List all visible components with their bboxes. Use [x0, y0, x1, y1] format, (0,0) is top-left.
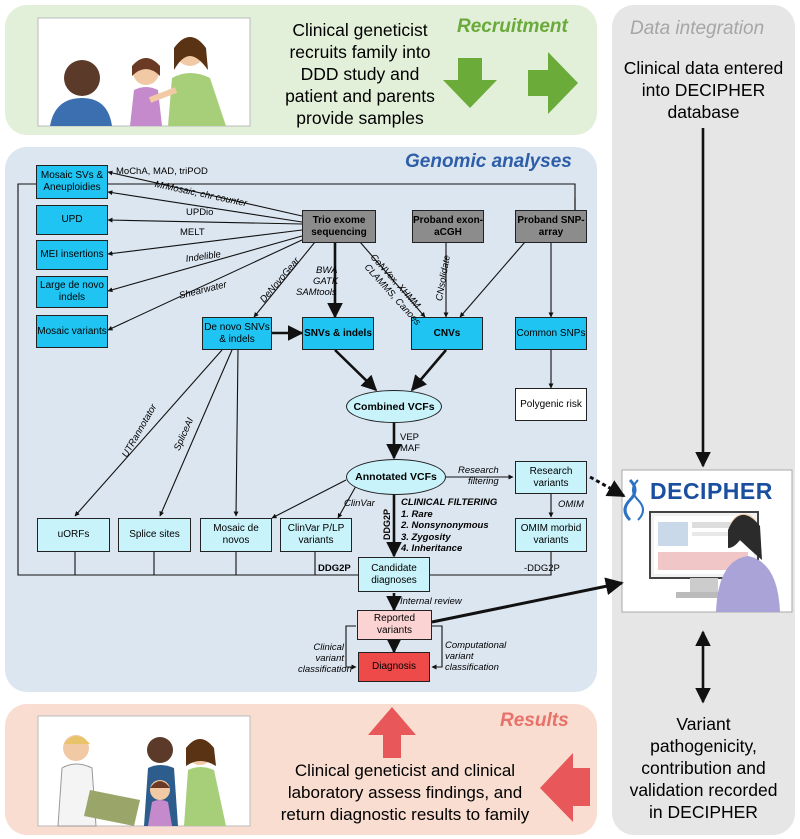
data-integration-bottom-text: Variant pathogenicity, contribution and … [612, 713, 795, 823]
clin-class-line: variant [315, 653, 344, 664]
uorfs-box: uORFs [37, 518, 110, 552]
mosaic-svs-box: Mosaic SVs & Aneuploidies [36, 165, 108, 199]
label-clinical-classification: Clinical variant classification [298, 642, 352, 675]
label-clinical-filtering: CLINICAL FILTERING [401, 497, 498, 508]
label-omim: OMIM [558, 499, 584, 510]
label-ddg2p-vertical: DDG2P [382, 508, 392, 540]
trio-exome-box: Trio exome sequencing [302, 210, 376, 243]
label-mocha: MoChA, MAD, triPOD [116, 166, 208, 177]
integration-line: contribution and [641, 758, 766, 778]
proband-snp-box: Proband SNP-array [515, 210, 587, 243]
label-clinvar: ClinVar [344, 498, 375, 509]
decipher-logo-text: DECIPHER [650, 478, 773, 504]
label-bwa: BWA [316, 265, 338, 276]
integration-line: into DECIPHER [641, 80, 766, 100]
integration-line: validation recorded [629, 780, 778, 800]
integration-line: pathogenicity, [650, 736, 757, 756]
large-de-novo-indels-box: Large de novo indels [36, 276, 108, 308]
recruitment-line: patient and parents [285, 86, 435, 106]
label-filter-nonsynonymous: 2. Nonsynonymous [401, 520, 489, 531]
data-integration-title: Data integration [630, 18, 765, 39]
recruitment-line: Clinical geneticist [292, 20, 428, 40]
recruitment-line: DDD study and [300, 64, 420, 84]
left-loop-line [17, 183, 576, 576]
red-up-arrow [368, 707, 416, 758]
snvs-indels-box: SNVs & indels [302, 317, 374, 350]
integration-line: Clinical data entered [623, 58, 784, 78]
label-updio: UPDio [186, 207, 214, 218]
clinical-filtering-block: CLINICAL FILTERING 1. Rare 2. Nonsynonym… [401, 497, 497, 555]
comp-class-line: variant [445, 651, 474, 662]
upd-box: UPD [36, 205, 108, 235]
reported-variants-box: Reported variants [357, 610, 432, 640]
integration-line: Variant [676, 714, 731, 734]
de-novo-snvs-box: De novo SNVs & indels [202, 317, 272, 350]
mosaic-de-novos-box: Mosaic de novos [200, 518, 272, 552]
label-vep: VEP [400, 432, 420, 443]
doctor-family-illustration [37, 715, 251, 827]
label-samtools: SAMtools [296, 287, 337, 298]
recruitment-line: recruits family into [289, 42, 431, 62]
diagnosis-box: Diagnosis [358, 652, 430, 682]
clin-class-line: classification [298, 664, 352, 675]
results-line: return diagnostic results to family [280, 805, 530, 824]
results-title: Results [500, 710, 569, 731]
recruitment-text: Clinical geneticist recruits family into… [270, 19, 450, 129]
annotated-vcfs-ellipse: Annotated VCFs [346, 459, 446, 495]
label-internal-review: Internal review [400, 596, 462, 607]
clinvar-plp-box: ClinVar P/LP variants [280, 518, 352, 552]
integration-line: database [667, 102, 740, 122]
label-ddg2p-right: -DDG2P [524, 563, 560, 574]
mosaic-variants-box: Mosaic variants [36, 315, 108, 348]
research-variants-box: Research variants [515, 461, 587, 494]
comp-class-line: Computational [445, 640, 507, 651]
red-left-arrow [540, 753, 590, 822]
recruitment-line: provide samples [296, 108, 424, 128]
integration-line: in DECIPHER [649, 802, 758, 822]
label-filter-rare: 1. Rare [401, 508, 433, 520]
green-right-arrow [528, 52, 578, 114]
results-line: laboratory assess findings, and [287, 783, 523, 802]
genomic-analyses-title: Genomic analyses [405, 151, 572, 172]
label-melt: MELT [180, 227, 205, 238]
splice-sites-box: Splice sites [118, 518, 191, 552]
green-down-arrow [443, 58, 497, 108]
label-research-filtering: Research filtering [458, 465, 499, 487]
proband-acgh-box: Proband exon-aCGH [412, 210, 484, 243]
label-filter-inheritance: 4. Inheritance [401, 543, 463, 554]
label-computational-classification: Computational variant classification [445, 640, 506, 673]
label-maf: MAF [400, 443, 421, 454]
label-ddg2p-left: DDG2P [318, 563, 351, 574]
label-research: Research [458, 465, 499, 476]
results-text: Clinical geneticist and clinical laborat… [270, 760, 540, 826]
label-gatk: GATK [313, 276, 339, 287]
label-filter-zygosity: 3. Zygosity [401, 531, 451, 543]
clin-class-line: Clinical [313, 642, 344, 653]
decipher-illustration [621, 469, 793, 613]
comp-class-line: classification [445, 662, 499, 673]
data-integration-top-text: Clinical data entered into DECIPHER data… [612, 57, 795, 123]
family-clinic-illustration [37, 17, 251, 127]
candidate-diagnoses-box: Candidate diagnoses [358, 557, 430, 592]
genomic-analyses-panel [5, 147, 597, 692]
omim-morbid-box: OMIM morbid variants [515, 518, 587, 552]
results-line: Clinical geneticist and clinical [294, 761, 516, 780]
polygenic-risk-box: Polygenic risk [515, 388, 587, 421]
mei-insertions-box: MEI insertions [36, 240, 108, 270]
recruitment-title: Recruitment [457, 16, 568, 37]
common-snps-box: Common SNPs [515, 317, 587, 350]
cnvs-box: CNVs [411, 317, 483, 350]
combined-vcfs-ellipse: Combined VCFs [346, 390, 442, 423]
label-filtering: filtering [468, 476, 499, 487]
